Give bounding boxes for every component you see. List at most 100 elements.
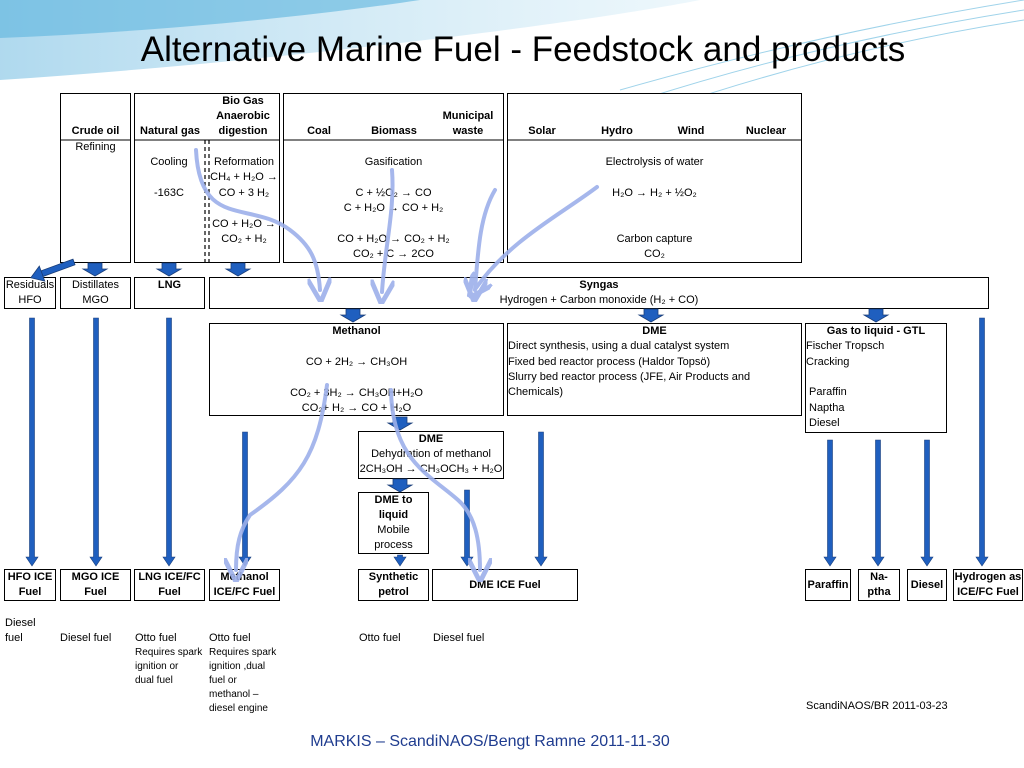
product-diesel-box — [907, 569, 947, 601]
product-hydrogen-box — [953, 569, 1023, 601]
product-lng-line-2: Fuel — [158, 586, 181, 598]
long-arrow-4 — [238, 431, 252, 567]
residuals-box — [4, 277, 56, 309]
process-electrolysis: Electrolysis of water — [605, 156, 704, 168]
dme-to-liquid-title-1: DME to — [374, 494, 413, 506]
usage-methanol-note-4: methanol – — [209, 689, 259, 700]
gasification-eq-4: CO₂ + C → 2CO — [353, 248, 434, 260]
methanol-eq-1: CO + 2H₂ → CH₃OH — [305, 356, 408, 368]
product-hfo-box — [4, 569, 56, 601]
product-dme-box — [432, 569, 578, 601]
long-arrow-1 — [25, 317, 39, 567]
gtl-box — [805, 323, 947, 433]
lng-label: LNG — [157, 279, 182, 291]
header-bio-gas-3: digestion — [218, 125, 268, 137]
dme-to-liquid-sub-1: Mobile — [377, 524, 410, 536]
syngas-box — [209, 277, 989, 309]
feedstock-gas-box — [134, 93, 280, 263]
residuals-arrow — [30, 258, 76, 282]
product-lng-line-1: LNG ICE/FC — [138, 571, 201, 583]
gtl-line-1: Fischer Tropsch — [806, 340, 885, 352]
process-reformation: Reformation — [214, 156, 274, 168]
dme-line-2: Fixed bed reactor process (Haldor Topsö) — [508, 356, 711, 368]
header-municipal-1: Municipal — [442, 110, 494, 122]
carbon-capture-formula: CO₂ — [644, 248, 665, 260]
dme-line-3: Slurry bed reactor process (JFE, Air Pro… — [508, 371, 751, 383]
product-paraffin-label: Paraffin — [807, 579, 849, 591]
decorative-swoosh — [0, 0, 1024, 110]
product-mgo-line-2: Fuel — [84, 586, 107, 598]
product-synthetic-petrol-box — [358, 569, 429, 601]
usage-hfo-line-2: fuel — [5, 632, 23, 644]
product-paraffin-box — [805, 569, 851, 601]
product-lng-box — [134, 569, 205, 601]
usage-methanol-note-2: ignition ,dual — [209, 661, 266, 672]
electrolysis-eq: H₂O → H₂ + ½O₂ — [612, 187, 697, 199]
reformation-eq-3: CO + H₂O → — [212, 218, 276, 230]
usage-lng-note-2: ignition or — [135, 661, 179, 672]
product-methanol-line-2: ICE/FC Fuel — [213, 586, 276, 598]
header-municipal-2: waste — [452, 125, 484, 137]
usage-mgo: Diesel fuel — [60, 632, 112, 644]
curve-arrow-biomass — [382, 168, 393, 292]
dme-line-4: Chemicals) — [508, 386, 564, 398]
short-arrow-4 — [339, 308, 367, 323]
product-synthetic-line-2: petrol — [378, 586, 409, 598]
reformation-eq-1: CH₄ + H₂O → — [210, 171, 278, 183]
process-cooling: Cooling — [150, 156, 188, 168]
gtl-line-4: Paraffin — [809, 386, 847, 398]
usage-dme: Diesel fuel — [433, 632, 485, 644]
header-bio-gas-2: Anaerobic — [216, 110, 270, 122]
feedstock-renewable-box — [507, 93, 802, 263]
long-arrow-3 — [162, 317, 176, 567]
reformation-eq-4: CO₂ + H₂ — [221, 233, 267, 245]
header-nuclear: Nuclear — [745, 125, 787, 137]
dme-dehydration-line-2: 2CH₃OH → CH₃OCH₃ + H₂O — [359, 463, 503, 475]
residuals-label: Residuals — [5, 279, 55, 291]
dme-to-liquid-box — [358, 492, 429, 554]
product-mgo-box — [60, 569, 131, 601]
syngas-description: Hydrogen + Carbon monoxide (H₂ + CO) — [499, 294, 699, 306]
long-arrow-9 — [920, 439, 934, 567]
product-naptha-box — [858, 569, 900, 601]
long-arrow-7 — [823, 439, 837, 567]
usage-lng: Otto fuel — [135, 632, 177, 644]
gtl-title: Gas to liquid - GTL — [826, 325, 926, 337]
process-gasification: Gasification — [364, 156, 423, 168]
dme-to-liquid-title-2: liquid — [378, 509, 409, 521]
header-hydro: Hydro — [601, 125, 633, 137]
usage-methanol-note-3: fuel or — [209, 675, 237, 686]
process-carbon-capture: Carbon capture — [616, 233, 693, 245]
curve-arrow-methanol-product — [236, 383, 329, 570]
long-arrow-11 — [393, 554, 407, 567]
gtl-line-6: Diesel — [809, 417, 840, 429]
long-arrow-8 — [871, 439, 885, 567]
long-arrow-5 — [460, 489, 474, 567]
lng-box — [134, 277, 205, 309]
short-arrow-1 — [81, 262, 109, 277]
header-natural-gas: Natural gas — [140, 125, 200, 137]
product-hydrogen-line-2: ICE/FC Fuel — [957, 586, 1019, 598]
distillates-box — [60, 277, 131, 309]
header-coal: Coal — [307, 125, 331, 137]
syngas-title: Syngas — [579, 279, 619, 291]
short-arrow-3 — [224, 262, 252, 277]
short-arrow-5 — [637, 308, 665, 323]
reformation-eq-2: CO + 3 H₂ — [218, 187, 270, 199]
product-naptha-line-1: Na- — [870, 571, 888, 583]
product-synthetic-line-1: Synthetic — [368, 571, 419, 583]
dme-dehydration-line-1: Dehydration of methanol — [371, 448, 491, 460]
gtl-line-5: Naptha — [809, 402, 845, 414]
long-arrow-6 — [534, 431, 548, 567]
dme-dehydration-title: DME — [418, 433, 444, 445]
credit: ScandiNAOS/BR 2011-03-23 — [806, 700, 948, 712]
feedstock-crude-oil-box — [60, 93, 131, 263]
usage-lng-note-3: dual fuel — [135, 675, 173, 686]
short-arrow-8 — [386, 416, 414, 431]
distillates-label: Distillates — [71, 279, 120, 291]
process-refining: Refining — [75, 141, 116, 153]
usage-lng-note-1: Requires spark — [135, 647, 203, 658]
product-hfo-line-1: HFO ICE — [7, 571, 53, 583]
usage-synthetic: Otto fuel — [359, 632, 401, 644]
